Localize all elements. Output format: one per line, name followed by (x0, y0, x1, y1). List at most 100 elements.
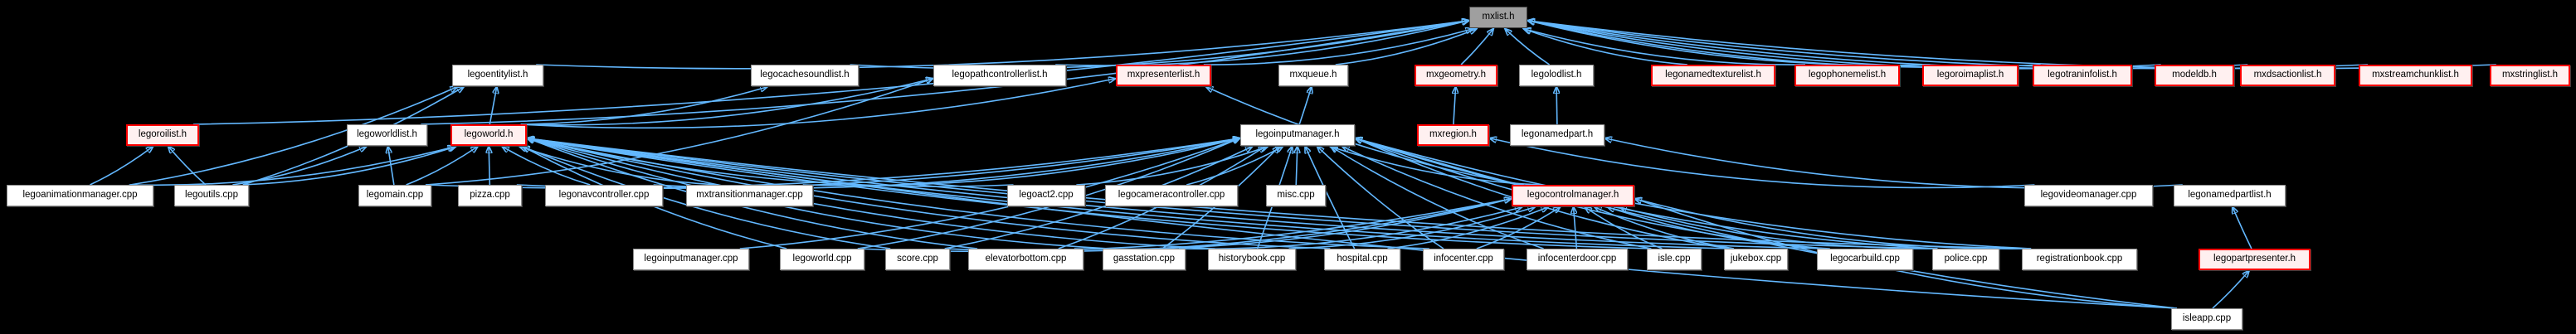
node-elevatorbottom-cpp[interactable]: elevatorbottom.cpp (968, 249, 1083, 270)
edge-legoworldlist-h-to-mxlist-h (421, 21, 1468, 125)
edge-misc-cpp-to-legoinputmanager-h (1296, 147, 1298, 186)
edge-score-cpp-to-legoinputmanager-h (944, 147, 1252, 249)
node-legoworld-h[interactable]: legoworld.h (450, 124, 527, 146)
node-police-cpp[interactable]: police.cpp (1932, 249, 1999, 270)
edge-infocenterdoor-cpp-to-legocontrolmanager-h (1574, 207, 1578, 249)
edge-legoact2-cpp-to-legoworld-h (528, 138, 1014, 187)
edge-registrationbook-cpp-to-legocontrolmanager-h (1635, 199, 2032, 249)
edge-infocenterdoor-cpp-to-legoinputmanager-h (1331, 147, 1544, 249)
edge-isle-cpp-to-legoinputmanager-h (1342, 147, 1652, 249)
node-legoentitylist-h[interactable]: legoentitylist.h (452, 65, 543, 86)
node-legoinputmanager-h[interactable]: legoinputmanager.h (1240, 124, 1355, 146)
edge-mxtransitionmanager-cpp-to-legoworld-h (520, 147, 718, 186)
node-infocenterdoor-cpp[interactable]: infocenterdoor.cpp (1527, 249, 1628, 270)
edge-legomain-cpp-to-legopathcontrollerlist-h (425, 79, 933, 186)
edge-legoworld-cpp-to-legoworld-h (523, 147, 787, 249)
edge-isleapp-cpp-to-legopartpresenter-h (2212, 271, 2249, 309)
edge-legoinputmanager-cpp-to-legoinputmanager-h (739, 138, 1239, 249)
edge-mxpresenterlist-h-to-mxlist-h (1203, 29, 1473, 65)
node-legopartpresenter-h[interactable]: legopartpresenter.h (2199, 249, 2311, 270)
node-legophonemelist-h[interactable]: legophonemelist.h (1794, 65, 1900, 86)
node-legoact2-cpp[interactable]: legoact2.cpp (1007, 185, 1085, 206)
edge-historybook-cpp-to-legocontrolmanager-h (1288, 207, 1535, 249)
edge-legocontrolmanager-h-to-mxpresenterlist-h (1206, 87, 1524, 186)
edge-registrationbook-cpp-to-legoworld-h (528, 138, 2032, 249)
edge-infocenter-cpp-to-legoinputmanager-h (1317, 147, 1444, 249)
edge-isleapp-cpp-to-legoinputmanager-h (1356, 138, 2177, 309)
node-misc-cpp[interactable]: misc.cpp (1266, 185, 1326, 206)
edge-legocarbuild-cpp-to-legoworld-h (528, 138, 1825, 249)
node-jukebox-cpp[interactable]: jukebox.cpp (1724, 249, 1788, 270)
node-infocenter-cpp[interactable]: infocenter.cpp (1423, 249, 1504, 270)
edge-legopathcontrollerlist-h-to-mxlist-h (1055, 21, 1468, 66)
node-hospital-cpp[interactable]: hospital.cpp (1324, 249, 1400, 270)
node-legoanimationmanager-cpp[interactable]: legoanimationmanager.cpp (7, 185, 153, 206)
edge-elevatorbottom-cpp-to-legoworld-h (528, 138, 978, 249)
node-mxtransitionmanager-cpp[interactable]: mxtransitionmanager.cpp (686, 185, 813, 206)
edge-legoworld-cpp-to-legocontrolmanager-h (857, 199, 1511, 253)
edge-mxstringlist-h-to-mxlist-h (1528, 21, 2496, 70)
edge-legoroilist-h-to-mxlist-h (192, 21, 1468, 125)
node-registrationbook-cpp[interactable]: registrationbook.cpp (2022, 249, 2137, 270)
node-mxqueue-h[interactable]: mxqueue.h (1278, 65, 1348, 86)
edge-legoanimationmanager-cpp-to-legoentitylist-h (129, 87, 457, 186)
node-isleapp-cpp[interactable]: isleapp.cpp (2171, 308, 2242, 330)
edge-legonavcontroller-cpp-to-legoworld-h (503, 147, 591, 186)
edge-infocenter-cpp-to-legocontrolmanager-h (1476, 207, 1560, 249)
node-legovideomanager-cpp[interactable]: legovideomanager.cpp (2024, 185, 2153, 206)
edge-infocenter-cpp-to-legoworld-h (528, 138, 1429, 249)
node-mxstringlist-h[interactable]: mxstringlist.h (2490, 65, 2570, 86)
edge-mxdsactionlist-h-to-mxlist-h (1528, 21, 2248, 70)
node-legolodlist-h[interactable]: legolodlist.h (1519, 65, 1594, 86)
edge-legocarbuild-cpp-to-legocontrolmanager-h (1608, 207, 1830, 249)
edge-score-cpp-to-legoworld-h (523, 147, 891, 249)
node-legocameracontroller-cpp[interactable]: legocameracontroller.cpp (1105, 185, 1238, 206)
edge-legonamedtexturelist-h-to-mxlist-h (1524, 29, 1687, 65)
node-legocarbuild-cpp[interactable]: legocarbuild.cpp (1817, 249, 1913, 270)
edge-hospital-cpp-to-legoworld-h (528, 138, 1331, 249)
node-mxstreamchunklist-h[interactable]: mxstreamchunklist.h (2359, 65, 2472, 86)
node-legoroilist-h[interactable]: legoroilist.h (126, 124, 199, 146)
node-mxpresenterlist-h[interactable]: mxpresenterlist.h (1116, 65, 1211, 86)
edge-registrationbook-cpp-to-legoinputmanager-h (1356, 138, 2032, 249)
edge-legoworld-h-to-legopathcontrollerlist-h (520, 79, 933, 126)
edge-police-cpp-to-legoinputmanager-h (1356, 138, 1938, 249)
edge-legonamedpartlist-h-to-legonamedpart-h (1605, 138, 2183, 189)
node-mxgeometry-h[interactable]: mxgeometry.h (1415, 65, 1497, 86)
node-legomain-cpp[interactable]: legomain.cpp (358, 185, 431, 206)
node-legotraninfolist-h[interactable]: legotraninfolist.h (2033, 65, 2132, 86)
node-score-cpp[interactable]: score.cpp (885, 249, 950, 270)
edge-legocameracontroller-cpp-to-legoinputmanager-h (1186, 147, 1283, 186)
node-legoroimaplist-h[interactable]: legoroimaplist.h (1922, 65, 2018, 86)
node-legoutils-cpp[interactable]: legoutils.cpp (174, 185, 249, 206)
node-mxdsactionlist-h[interactable]: mxdsactionlist.h (2240, 65, 2335, 86)
edge-mxregion-h-to-mxgeometry-h (1454, 87, 1456, 125)
edge-legomain-cpp-to-legoworld-h (406, 147, 478, 186)
node-legoinputmanager-cpp[interactable]: legoinputmanager.cpp (633, 249, 749, 270)
edge-historybook-cpp-to-legoworld-h (528, 138, 1215, 249)
node-legoworld-cpp[interactable]: legoworld.cpp (780, 249, 864, 270)
edge-mxqueue-h-to-mxlist-h (1335, 29, 1476, 65)
node-mxregion-h[interactable]: mxregion.h (1417, 124, 1489, 146)
node-legocachesoundlist-h[interactable]: legocachesoundlist.h (751, 65, 859, 86)
node-pizza-cpp[interactable]: pizza.cpp (458, 185, 522, 206)
node-modeldb-h[interactable]: modeldb.h (2155, 65, 2234, 86)
node-legoworldlist-h[interactable]: legoworldlist.h (347, 124, 427, 146)
node-legonamedpart-h[interactable]: legonamedpart.h (1510, 124, 1605, 146)
node-gasstation-cpp[interactable]: gasstation.cpp (1103, 249, 1186, 270)
node-legonamedpartlist-h[interactable]: legonamedpartlist.h (2174, 185, 2286, 206)
edge-legolodlist-h-to-mxlist-h (1505, 29, 1551, 65)
edge-legocachesoundlist-h-to-mxlist-h (850, 21, 1468, 70)
node-legonavcontroller-cpp[interactable]: legonavcontroller.cpp (545, 185, 663, 206)
node-historybook-cpp[interactable]: historybook.cpp (1208, 249, 1296, 270)
edge-legoutils-cpp-to-legoroilist-h (168, 147, 207, 186)
edge-hospital-cpp-to-legoinputmanager-h (1305, 147, 1356, 249)
node-isle-cpp[interactable]: isle.cpp (1647, 249, 1702, 270)
edge-legoutils-cpp-to-legoworld-h (242, 147, 455, 186)
node-legocontrolmanager-h[interactable]: legocontrolmanager.h (1512, 185, 1634, 206)
node-legonamedtexturelist-h[interactable]: legonamedtexturelist.h (1651, 65, 1775, 86)
node-legopathcontrollerlist-h[interactable]: legopathcontrollerlist.h (933, 65, 1066, 86)
edge-isleapp-cpp-to-legocontrolmanager-h (1635, 199, 2177, 309)
